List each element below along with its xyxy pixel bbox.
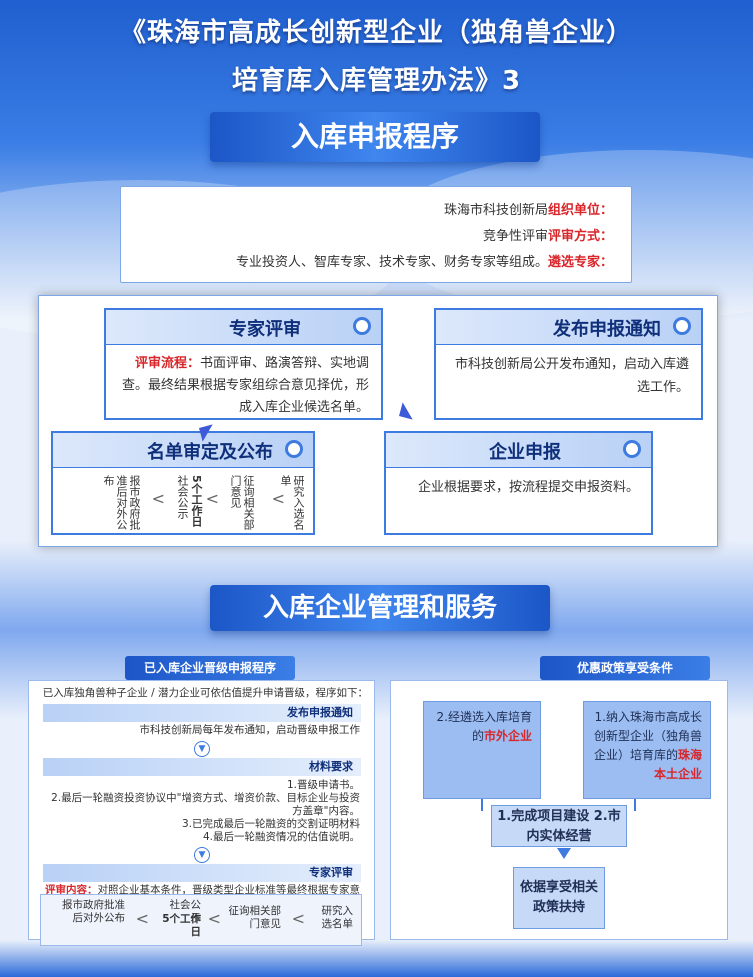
condition-text: 1.纳入珠海市高成长创新型企业（独角兽企业）培育库的 xyxy=(593,710,702,762)
upgrade-intro: 已入库独角兽种子企业 / 潜力企业可依估值提升申请晋级，程序如下： xyxy=(42,687,368,699)
condition-text: 2.经遴选入库培育的 xyxy=(436,710,532,743)
chevron-left-icon: < xyxy=(151,489,165,508)
publish-text: 市科技创新局每年发布通知，启动晋级申报工作 xyxy=(139,724,361,736)
card-title: 发布申报通知 xyxy=(553,319,661,340)
policy-result: 依据享受相关政策扶持 xyxy=(513,867,605,929)
ring-icon xyxy=(623,440,641,458)
card-body: 市科技创新局公开发布通知，启动入库遴选工作。 xyxy=(454,357,689,395)
step-consult: 征询相关部门意见 xyxy=(228,905,282,930)
footer-background xyxy=(0,940,753,977)
bar-expert-review: 专家评审 xyxy=(43,864,361,882)
info-key: 评审方式： xyxy=(547,229,613,244)
ring-icon xyxy=(353,317,371,335)
step-public-notice: 社会公示 xyxy=(169,899,202,924)
card-enterprise-apply: 企业申报 企业根据要求，按流程提交申报资料。 xyxy=(384,431,653,535)
material-item: 3.已完成最后一轮融资的交割证明材料 xyxy=(181,818,360,830)
page-title-line1: 《珠海市高成长创新型企业（独角兽企业） xyxy=(119,18,633,48)
step-approve-publish: 报市政府批准后对外公布 xyxy=(62,899,125,924)
upgrade-steps: 研究入选名单 < 征询相关部门意见 < 社会公示 5个工作日 < 报市政府批准后… xyxy=(40,894,362,946)
info-row-org: 珠海市科技创新局组织单位： xyxy=(444,199,613,218)
condition-highlight: 市外企业 xyxy=(483,729,532,743)
bar-materials: 材料要求 xyxy=(43,758,361,776)
review-key: 评审流程： xyxy=(134,356,200,371)
info-row-experts: 专业投资人、智库专家、技术专家、财务专家等组成。遴选专家： xyxy=(236,251,613,270)
info-row-method: 竞争性评审评审方式： xyxy=(483,225,613,244)
card-title: 企业申报 xyxy=(489,442,561,463)
chevron-left-icon: < xyxy=(205,489,219,508)
chevron-left-icon: < xyxy=(135,909,149,928)
ring-icon xyxy=(285,440,303,458)
card-title: 专家评审 xyxy=(229,319,301,340)
info-value: 专业投资人、智库专家、技术专家、财务专家等组成。 xyxy=(235,255,548,270)
condition-local: 1.纳入珠海市高成长创新型企业（独角兽企业）培育库的珠海本土企业 xyxy=(583,701,711,799)
policy-box: 1.纳入珠海市高成长创新型企业（独角兽企业）培育库的珠海本土企业 2.经遴选入库… xyxy=(390,680,728,940)
tag-upgrade-procedure: 已入库企业晋级申报程序 xyxy=(125,656,295,680)
material-item: 2.最后一轮融资投资协议中"增资方式、增资价款、目标企业与投资方盖章"内容。 xyxy=(51,792,360,817)
card-header: 专家评审 xyxy=(106,310,381,345)
section-banner-management: 入库企业管理和服务 xyxy=(194,585,566,639)
info-panel: 珠海市科技创新局组织单位： 竞争性评审评审方式： 专业投资人、智库专家、技术专家… xyxy=(120,186,632,283)
ring-icon xyxy=(673,317,691,335)
step-consult: 征询相关部门意见 xyxy=(229,475,255,530)
arrow-down-icon: ▼ xyxy=(194,741,210,757)
process-panel: 发布申报通知 市科技创新局公开发布通知，启动入库遴选工作。 专家评审 评审流程：… xyxy=(38,295,718,547)
condition-highlight: 珠海本土企业 xyxy=(653,748,702,781)
card-publish-notice: 发布申报通知 市科技创新局公开发布通知，启动入库遴选工作。 xyxy=(434,308,703,420)
card-expert-review: 专家评审 评审流程：书面评审、路演答辩、实地调查。最终结果根据专家组综合意见择优… xyxy=(104,308,383,420)
material-item: 4.最后一轮融资情况的估值说明。 xyxy=(202,831,360,843)
card-body: 企业根据要求，按流程提交申报资料。 xyxy=(417,480,639,495)
material-item: 1.晋级申请书。 xyxy=(286,779,360,791)
arrow-down-icon: ▼ xyxy=(194,847,210,863)
card-title: 名单审定及公布 xyxy=(147,442,273,463)
page-title-line2: 培育库入库管理办法》3 xyxy=(231,66,522,96)
section-banner-application: 入库申报程序 xyxy=(194,112,556,170)
step-study-list: 研究入选名单 xyxy=(279,475,305,530)
chevron-left-icon: < xyxy=(207,909,221,928)
arrow-down-icon xyxy=(557,848,571,866)
step-study-list: 研究入选名单 xyxy=(321,905,354,930)
bar-publish-notice: 发布申报通知 xyxy=(43,704,361,722)
step-public-notice: 社会公示 xyxy=(176,475,189,519)
middle-requirements: 1.完成项目建设 2.市内实体经营 xyxy=(491,805,627,847)
arrow-left-icon xyxy=(385,402,413,430)
info-key: 组织单位： xyxy=(547,203,613,218)
info-key: 遴选专家： xyxy=(547,255,613,270)
info-value: 竞争性评审 xyxy=(482,229,548,244)
connector xyxy=(481,799,483,811)
review-text: 书面评审、路演答辩、实地调查。最终结果根据专家组综合意见择优，形成入库企业候选名… xyxy=(121,356,369,415)
chevron-left-icon: < xyxy=(271,489,285,508)
card-header: 名单审定及公布 xyxy=(53,433,313,468)
card-header: 发布申报通知 xyxy=(436,310,701,345)
chevron-left-icon: < xyxy=(291,909,305,928)
card-body: 评审流程：书面评审、路演答辩、实地调查。最终结果根据专家组综合意见择优，形成入库… xyxy=(106,345,381,427)
card-header: 企业申报 xyxy=(386,433,651,468)
tag-policy-conditions: 优惠政策享受条件 xyxy=(540,656,710,680)
info-value: 珠海市科技创新局 xyxy=(443,203,548,218)
step-approve-publish: 报市政府批准后对外公布 xyxy=(102,475,141,530)
review-key: 评审内容： xyxy=(45,884,98,896)
card-list-publicity: 名单审定及公布 研究入选名单 < 征询相关部门意见 < 社会公示 5个工作日 <… xyxy=(51,431,315,535)
step-five-days: 5个工作日 xyxy=(162,913,201,938)
step-five-days: 5个工作日 xyxy=(190,475,203,527)
connector xyxy=(634,799,636,811)
condition-external: 2.经遴选入库培育的市外企业 xyxy=(423,701,541,799)
